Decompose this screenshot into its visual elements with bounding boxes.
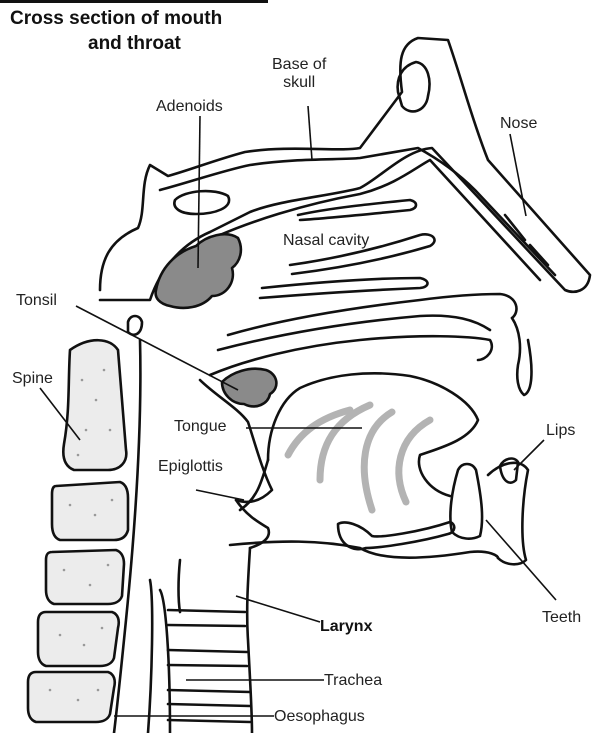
leader-epiglottis <box>196 490 244 500</box>
title-line-1: Cross section of mouth <box>10 8 222 29</box>
label-adenoids: Adenoids <box>156 98 223 116</box>
trachea-ring-5 <box>168 690 250 692</box>
oesophagus-left <box>148 580 152 733</box>
label-teeth: Teeth <box>542 609 581 627</box>
leader-nose <box>510 134 526 216</box>
skull-opening <box>174 191 229 214</box>
tonsil-tissue <box>222 369 276 407</box>
upper-lip <box>512 318 531 395</box>
palate-upper <box>228 294 516 335</box>
trachea-left <box>160 590 170 733</box>
tongue-stripe-1 <box>288 410 350 455</box>
label-nose: Nose <box>500 115 537 133</box>
vertebra-2 <box>52 482 128 540</box>
lower-lip <box>488 463 528 564</box>
label-tongue: Tongue <box>174 418 227 436</box>
vertebra-5 <box>28 672 115 722</box>
tonsil-ring <box>128 316 142 335</box>
hyoid-bone <box>338 522 454 549</box>
nose-cartilage <box>505 215 548 265</box>
leader-lips <box>514 440 544 470</box>
trachea-ring-7 <box>168 720 250 722</box>
label-base-of-skull: Base of skull <box>272 56 326 92</box>
cartilage-neck <box>179 560 181 612</box>
tongue-muscle-stripes <box>288 405 430 510</box>
vertebra-4 <box>38 612 119 666</box>
tongue-stripe-4 <box>399 420 430 502</box>
trachea-ring-2 <box>168 625 245 626</box>
trachea-ring-6 <box>168 704 250 706</box>
label-lips: Lips <box>546 422 575 440</box>
label-spine: Spine <box>12 370 53 388</box>
label-nasal-cavity: Nasal cavity <box>283 232 369 250</box>
title-line-2: and throat <box>10 31 222 56</box>
epiglottis-shape <box>236 500 269 548</box>
turbinate-3 <box>260 278 428 298</box>
label-oesophagus: Oesophagus <box>274 708 365 726</box>
leader-base-of-skull <box>308 106 312 160</box>
label-tonsil: Tonsil <box>16 292 57 310</box>
label-base-of-skull-line-2: skull <box>283 74 315 91</box>
nasal-bone-lower <box>220 160 540 280</box>
label-epiglottis: Epiglottis <box>158 458 223 476</box>
label-base-of-skull-line-1: Base of <box>272 56 326 73</box>
palate-lower <box>218 316 490 350</box>
trachea-ring-4 <box>168 665 247 666</box>
vertebra-1 <box>63 340 126 470</box>
leader-teeth <box>486 520 556 600</box>
diagram-title: Cross section of mouth and throat <box>10 6 222 56</box>
label-larynx: Larynx <box>320 618 372 636</box>
tongue-stripe-3 <box>364 412 392 510</box>
label-trachea: Trachea <box>324 672 382 690</box>
trachea-ring-3 <box>168 650 247 652</box>
vertebra-3 <box>46 550 124 604</box>
